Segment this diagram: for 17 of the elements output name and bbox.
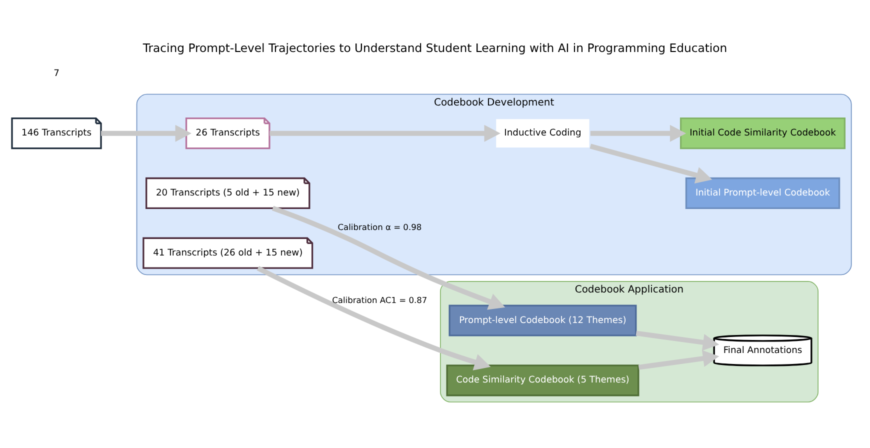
node-box: Prompt-level Codebook (12 Themes) [448,304,637,336]
arrow [256,266,491,370]
node-box: Initial Code Similarity Codebook [680,118,846,150]
arrow [638,350,720,370]
label: 7 [54,68,60,79]
edge-label: Calibration α = 0.98 [338,222,422,232]
arrow [101,124,192,142]
arrow [272,206,506,310]
arrow [636,330,720,351]
node-box: Code Similarity Codebook (5 Themes) [446,364,640,396]
arrow [270,124,500,142]
arrow [590,124,686,142]
diagram-title: Tracing Prompt-Level Trajectories to Understand Student Learning with AI in Programming Education [142,40,728,55]
node-box: Initial Prompt-level Codebook [685,177,840,210]
node-box: Inductive Coding [494,118,591,150]
edge-label: Calibration AC1 = 0.87 [332,295,428,306]
arrow [590,144,712,184]
